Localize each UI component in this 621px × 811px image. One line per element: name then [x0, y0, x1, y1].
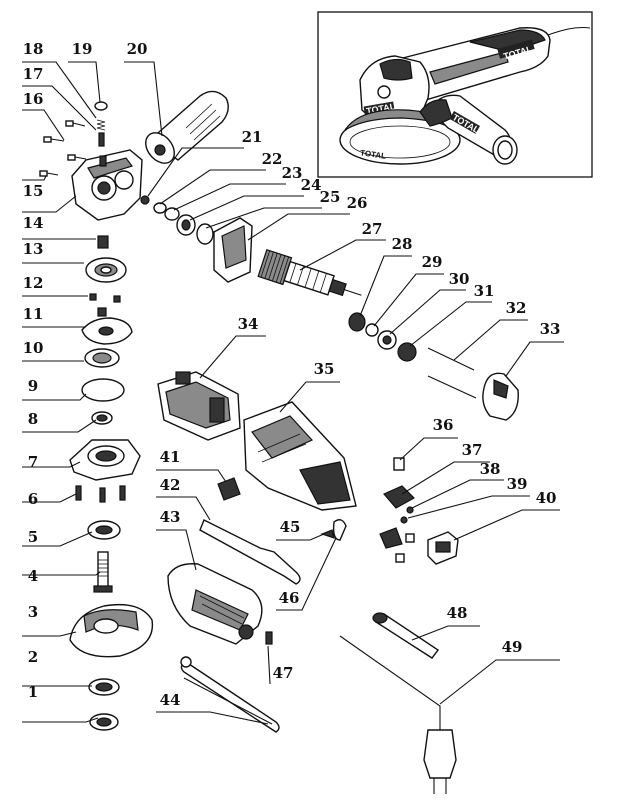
callout-12: 12: [23, 274, 44, 292]
callout-44: 44: [160, 691, 181, 709]
callout-5: 5: [28, 528, 38, 546]
callout-31: 31: [474, 282, 495, 300]
callout-33: 33: [540, 320, 561, 338]
callout-46: 46: [279, 589, 300, 607]
callout-numbers: 18 19 20 17 16 15 14 13 12 11 10 9 8 7 6…: [23, 40, 561, 709]
callout-19: 19: [72, 40, 93, 58]
callout-36: 36: [433, 416, 454, 434]
callout-48: 48: [447, 604, 468, 622]
callout-29: 29: [422, 253, 443, 271]
callout-30: 30: [449, 270, 470, 288]
callout-35: 35: [314, 360, 335, 378]
callout-22: 22: [262, 150, 283, 168]
callout-49: 49: [502, 638, 523, 656]
callout-41: 41: [160, 448, 181, 466]
callout-1: 1: [28, 683, 38, 701]
callout-23: 23: [282, 164, 303, 182]
callout-8: 8: [28, 410, 38, 428]
callout-16: 16: [23, 90, 44, 108]
callout-14: 14: [23, 214, 44, 232]
callout-15: 15: [23, 182, 44, 200]
callout-26: 26: [347, 194, 368, 212]
callout-10: 10: [23, 339, 44, 357]
callout-13: 13: [23, 240, 44, 258]
brand-mark-disc: TOTAL: [360, 148, 387, 161]
callout-17: 17: [23, 65, 44, 83]
callout-47: 47: [273, 664, 294, 682]
callout-7: 7: [28, 453, 38, 471]
callout-39: 39: [507, 475, 528, 493]
callout-18: 18: [23, 40, 44, 58]
callout-27: 27: [362, 220, 383, 238]
callout-40: 40: [536, 489, 557, 507]
callout-20: 20: [127, 40, 148, 58]
leader-lines: [22, 61, 564, 725]
cable-parts: [339, 612, 457, 794]
callout-25: 25: [320, 188, 341, 206]
callout-38: 38: [480, 460, 501, 478]
callout-4: 4: [28, 567, 38, 585]
callout-43: 43: [160, 508, 181, 526]
callout-28: 28: [392, 235, 413, 253]
callout-24: 24: [301, 176, 322, 194]
motor-housing-parts: [157, 371, 459, 733]
left-stack-parts: [39, 101, 154, 731]
callout-45: 45: [280, 518, 301, 536]
callout-9: 9: [28, 377, 38, 395]
callout-21: 21: [242, 128, 263, 146]
callout-42: 42: [160, 476, 181, 494]
callout-6: 6: [28, 490, 38, 508]
center-axis-parts: [140, 90, 519, 421]
callout-34: 34: [238, 315, 259, 333]
callout-32: 32: [506, 299, 527, 317]
callout-37: 37: [462, 441, 483, 459]
callout-2: 2: [28, 648, 38, 666]
callout-3: 3: [28, 603, 38, 621]
callout-11: 11: [23, 305, 44, 323]
assembled-view-inset: TOTAL TOTAL TOTAL TOTAL: [317, 11, 593, 178]
